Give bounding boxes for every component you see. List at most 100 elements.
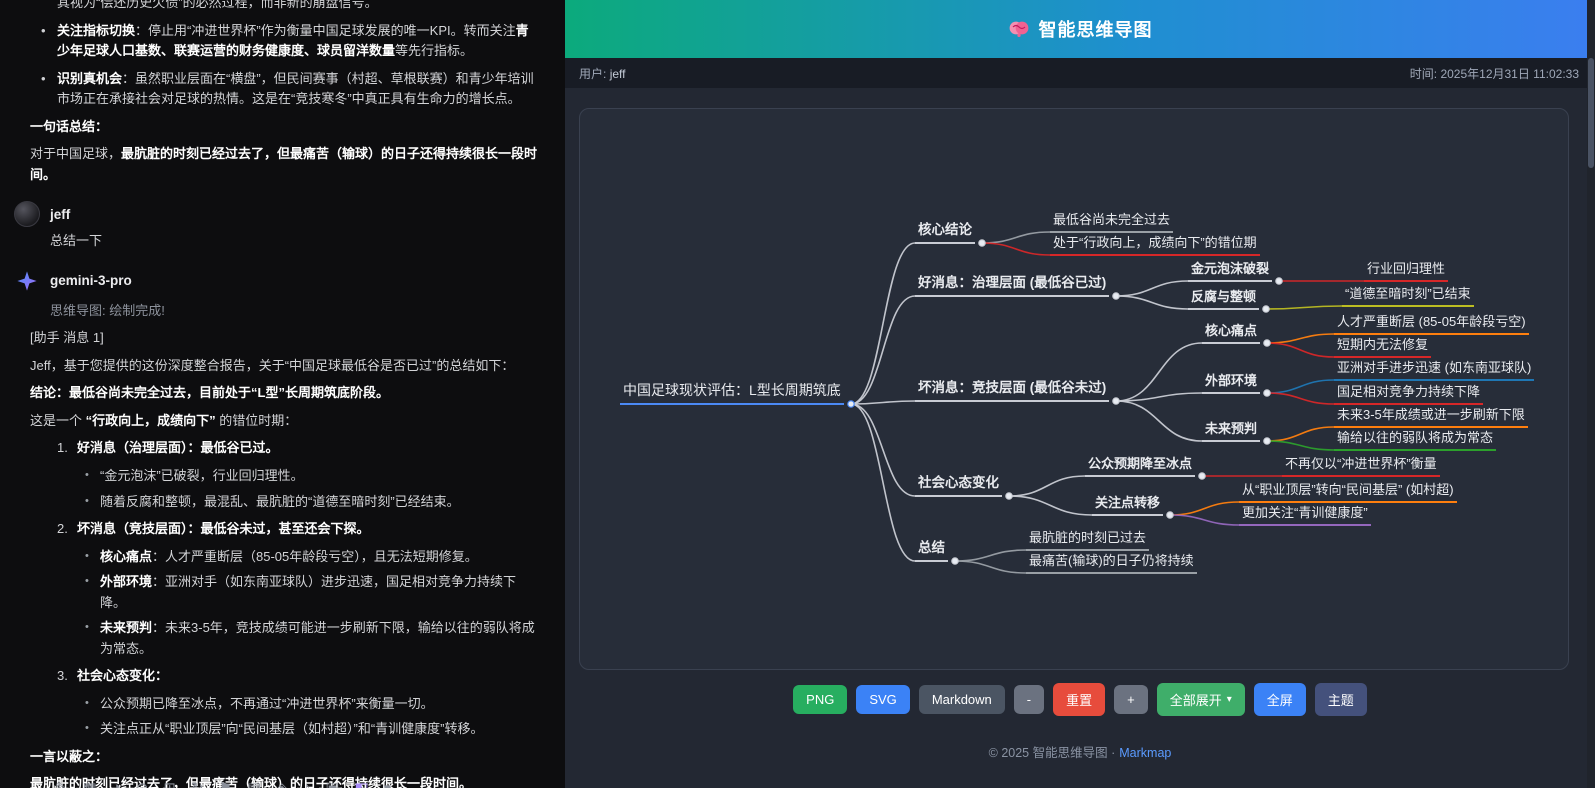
chat-paragraph: 结论：最低谷尚未完全过去，目前处于“L型”长周期筑底阶段。 bbox=[30, 385, 389, 401]
author-name: gemini-3-pro bbox=[50, 273, 132, 289]
chat-sub-bullet: 关注点正从“职业顶层”向“民间基层（如村超）”和“青训健康度”转移。 bbox=[85, 719, 541, 740]
mindmap-node[interactable]: 好消息：治理层面 (最低谷已过) bbox=[915, 274, 1110, 297]
app-title: 智能思维导图 bbox=[1038, 20, 1153, 40]
chat-numbered-item: 2.坏消息（竞技层面）：最低谷未过，甚至还会下探。 bbox=[57, 521, 370, 537]
mindmap-node[interactable]: 反腐与整顿 bbox=[1188, 288, 1260, 311]
mindmap-node[interactable]: 中国足球现状评估：L型长周期筑底 bbox=[620, 381, 844, 405]
mindmap-node[interactable]: 关注点转移 bbox=[1092, 494, 1164, 517]
composer-toolbar: ✎ ▦ ◔ ⊙ ⊞ ↻ ⚑ ▤ ◈ ♪ ▣ ◧ ▾ bbox=[55, 779, 391, 788]
mindmap-node[interactable]: 外部环境 bbox=[1202, 372, 1261, 395]
toolbar-button-theme[interactable]: 主题 bbox=[1314, 683, 1367, 716]
mindmap-node[interactable]: 处于“行政向上，成绩向下”的错位期 bbox=[1050, 234, 1260, 257]
chat-sub-bullet: 公众预期已降至冰点，不再通过“冲进世界杯”来衡量一切。 bbox=[85, 694, 541, 715]
message-author: jeff bbox=[14, 201, 555, 228]
toolbar-button-reset[interactable]: 重置 bbox=[1053, 683, 1106, 716]
edit-icon[interactable]: ✎ bbox=[55, 779, 68, 788]
jeff-avatar bbox=[14, 201, 40, 228]
mindmap-node[interactable]: 更加关注“青训健康度” bbox=[1239, 504, 1371, 527]
user-info: 用户: jeff bbox=[579, 65, 625, 82]
chat-sub-bullet: “金元泡沫”已破裂，行业回归理性。 bbox=[85, 466, 541, 487]
mindmap-node[interactable]: 亚洲对手进步迅速 (如东南亚球队) bbox=[1334, 359, 1535, 382]
mindmap-node[interactable]: 人才严重断层 (85-05年龄段亏空) bbox=[1334, 313, 1529, 336]
chat-paragraph: 对于中国足球，最肮脏的时刻已经过去了，但最痛苦（输球）的日子还得持续很长一段时间… bbox=[30, 146, 538, 182]
mindmap-node[interactable]: “道德至暗时刻”已结束 bbox=[1342, 285, 1474, 308]
time-value: 2025年12月31日 11:02:33 bbox=[1440, 66, 1579, 81]
message-author: gemini-3-pro bbox=[14, 268, 555, 294]
mindmap-node[interactable]: 社会心态变化 bbox=[915, 474, 1002, 497]
toolbar-button-expand-all[interactable]: 全部展开▾ bbox=[1156, 683, 1245, 716]
user-label: 用户: bbox=[579, 66, 607, 81]
chevron-down-icon[interactable]: ▾ bbox=[384, 779, 392, 788]
mindmap-node[interactable]: 金元泡沫破裂 bbox=[1188, 260, 1273, 283]
chat-bullet: 识别真机会：虽然职业层面在“横盘”，但民间赛事（村超、草根联赛）和青少年培训市场… bbox=[41, 69, 541, 110]
toolbar-button-zoom-out[interactable]: - bbox=[1013, 685, 1045, 714]
mindmap-node[interactable]: 未来预判 bbox=[1202, 420, 1261, 443]
markmap-link[interactable]: Markmap bbox=[1119, 746, 1172, 760]
chat-sub-bullet: 外部环境：亚洲对手（如东南亚球队）进步迅速，国足相对竞争力持续下降。 bbox=[85, 572, 541, 613]
mindmap-node[interactable]: 输给以往的弱队将成为常态 bbox=[1334, 429, 1497, 452]
mindmap-header: 智能思维导图 bbox=[565, 0, 1595, 58]
diamond-icon[interactable]: ◈ bbox=[276, 779, 288, 788]
chat-paragraph: 总结一下 bbox=[50, 233, 103, 249]
mindmap-panel: 智能思维导图 用户: jeff 时间: 2025年12月31日 11:02:33… bbox=[565, 0, 1595, 788]
mindmap-node[interactable]: 核心结论 bbox=[915, 221, 975, 244]
toolbar-button-markdown[interactable]: Markdown bbox=[918, 685, 1005, 714]
chat-numbered-item: 1.好消息（治理层面）：最低谷已过。 bbox=[57, 440, 279, 456]
mindmap-node[interactable]: 未来3-5年成绩或进一步刷新下限 bbox=[1334, 406, 1528, 429]
chat-scroll[interactable]: 其视为“偿还历史欠债”的必然过程，而非新的崩盘信号。关注指标切换：停止用“冲进世… bbox=[0, 0, 565, 788]
user-bar: 用户: jeff 时间: 2025年12月31日 11:02:33 bbox=[565, 58, 1595, 88]
chat-paragraph: 其视为“偿还历史欠债”的必然过程，而非新的崩盘信号。 bbox=[57, 0, 378, 10]
chat-sub-bullet: 随着反腐和整顿，最混乱、最肮脏的“道德至暗时刻”已经结束。 bbox=[85, 492, 541, 513]
table-icon[interactable]: ▦ bbox=[83, 779, 97, 788]
mindmap-node[interactable]: 最痛苦(输球)的日子仍将持续 bbox=[1026, 552, 1197, 575]
mindmap-node[interactable]: 短期内无法修复 bbox=[1334, 336, 1432, 359]
time-info: 时间: 2025年12月31日 11:02:33 bbox=[1410, 65, 1579, 82]
chat-paragraph: Jeff，基于您提供的这份深度整合报告，关于“中国足球最低谷是否已过”的总结如下… bbox=[30, 357, 515, 373]
target-icon[interactable]: ⊙ bbox=[136, 779, 149, 788]
mindmap-toolbar: PNG SVG Markdown-重置 + 全部展开▾全屏主题 bbox=[565, 683, 1595, 716]
mindmap-node[interactable]: 坏消息：竞技层面 (最低谷未过) bbox=[915, 379, 1110, 402]
toolbar-button-svg[interactable]: SVG bbox=[856, 685, 910, 714]
toolbar-button-zoom-in[interactable]: + bbox=[1114, 685, 1148, 714]
toolbar-button-fullscreen[interactable]: 全屏 bbox=[1253, 683, 1306, 716]
mindmap-links bbox=[847, 231, 1364, 574]
chat-meta: 思维导图: 绘制完成! bbox=[50, 302, 165, 318]
list-icon[interactable]: ▤ bbox=[247, 779, 261, 788]
layout-icon[interactable]: ◧ bbox=[354, 779, 368, 788]
scrollbar-thumb[interactable] bbox=[1588, 58, 1594, 168]
mindmap-node[interactable]: 核心痛点 bbox=[1202, 322, 1261, 345]
flag-icon[interactable]: ⚑ bbox=[219, 779, 232, 788]
chat-paragraph: 最肮脏的时刻已经过去了，但最痛苦（输球）的日子还得持续很长一段时间。 bbox=[30, 776, 473, 788]
frame-icon[interactable]: ▣ bbox=[325, 779, 339, 788]
brain-logo-icon bbox=[1008, 19, 1030, 39]
gemini-sparkle-icon bbox=[14, 268, 40, 294]
mindmap-node[interactable]: 总结 bbox=[915, 539, 948, 562]
mindmap-node[interactable]: 最低谷尚未完全过去 bbox=[1050, 211, 1174, 234]
chevron-down-icon: ▾ bbox=[1226, 694, 1232, 705]
author-name: jeff bbox=[50, 206, 71, 222]
mindmap-node[interactable]: 不再仅以“冲进世界杯”衡量 bbox=[1282, 455, 1440, 478]
scrollbar[interactable] bbox=[1587, 0, 1595, 788]
mindmap-node[interactable]: 从“职业顶层”转向“民间基层” (如村超) bbox=[1239, 481, 1457, 504]
clock-icon[interactable]: ◔ bbox=[111, 779, 121, 788]
footer: © 2025 智能思维导图 ·Markmap bbox=[565, 742, 1595, 761]
user-name: jeff bbox=[609, 66, 626, 81]
add-grid-icon[interactable]: ⊞ bbox=[163, 779, 176, 788]
music-icon[interactable]: ♪ bbox=[302, 779, 311, 788]
chat-bullet: 关注指标切换：停止用“冲进世界杯”作为衡量中国足球发展的唯一KPI。转而关注青少… bbox=[41, 21, 541, 62]
chat-sub-bullet: 核心痛点：人才严重断层（85-05年龄段亏空），且无法短期修复。 bbox=[85, 547, 541, 568]
time-label: 时间: bbox=[1409, 66, 1438, 81]
mindmap-node[interactable]: 最肮脏的时刻已过去 bbox=[1026, 529, 1150, 552]
chat-numbered-item: 3.社会心态变化： bbox=[57, 668, 169, 684]
mindmap-node[interactable]: 行业回归理性 bbox=[1364, 260, 1449, 283]
mindmap-canvas[interactable]: 中国足球现状评估：L型长周期筑底 核心结论 最低谷尚未完全过去处于“行政向上，成绩向… bbox=[579, 108, 1569, 670]
toolbar-button-png[interactable]: PNG bbox=[793, 685, 848, 714]
mindmap-node[interactable]: 国足相对竞争力持续下降 bbox=[1334, 383, 1484, 406]
chat-paragraph: 一句话总结： bbox=[30, 118, 109, 134]
mindmap-node[interactable]: 公众预期降至冰点 bbox=[1085, 455, 1196, 478]
chat-message: jeff 总结一下 bbox=[0, 201, 555, 252]
refresh-icon[interactable]: ↻ bbox=[191, 779, 204, 788]
chat-paragraph: 这是一个 “行政向上，成绩向下” 的错位时期： bbox=[30, 412, 298, 428]
